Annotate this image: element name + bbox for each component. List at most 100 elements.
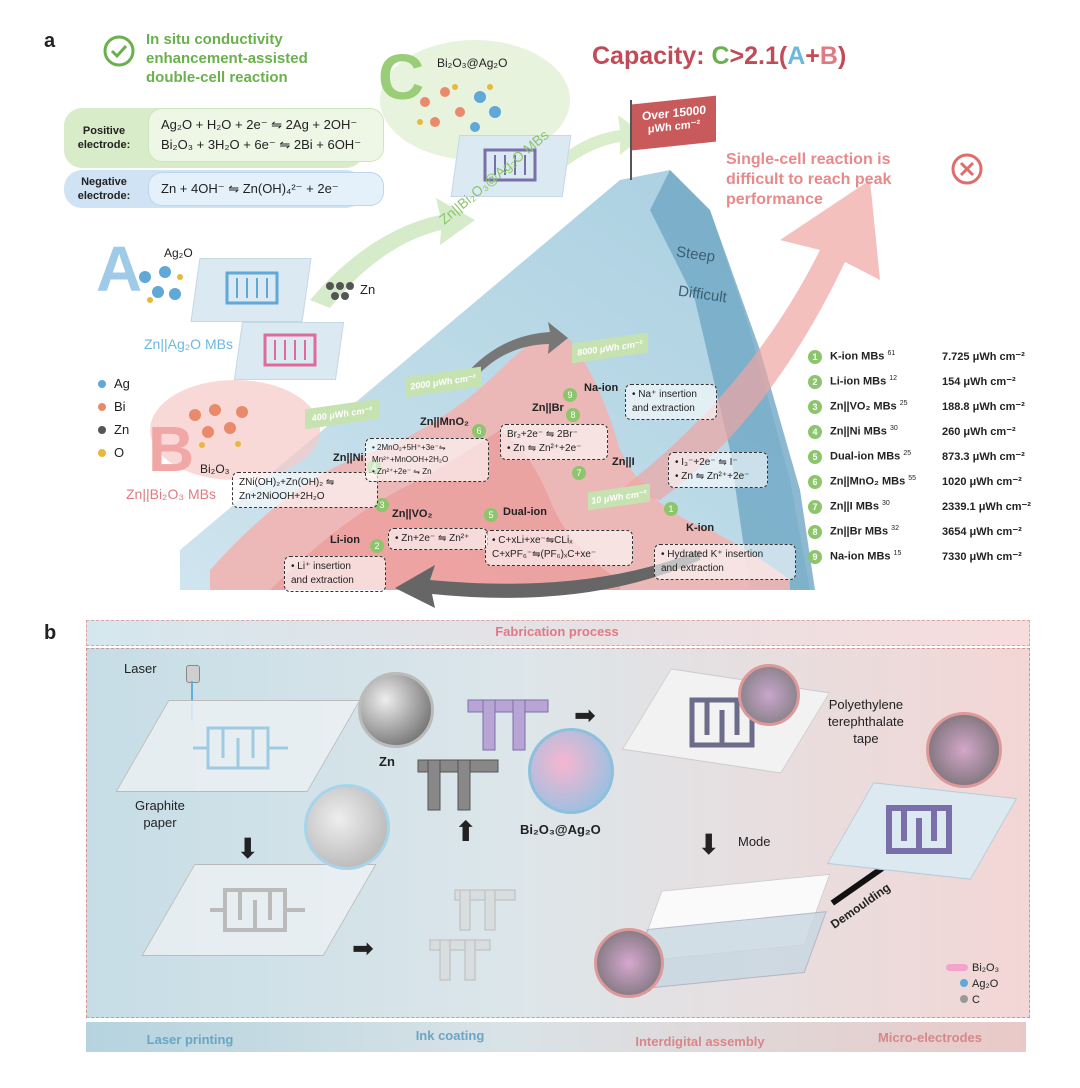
atom-o: O — [98, 441, 130, 464]
header-line1: In situ conductivity — [146, 31, 283, 48]
header-title: In situ conductivity enhancement-assiste… — [146, 30, 308, 87]
positive-label2: electrode: — [77, 139, 131, 151]
panel-b-label: b — [44, 622, 57, 644]
capacity-plus: + — [805, 42, 820, 70]
legend-ref: 30 — [882, 500, 890, 508]
ag2o-particles — [139, 266, 183, 303]
legend-name: K-ion MBs — [830, 350, 885, 363]
coated-electrodes-icon — [417, 699, 549, 811]
device-b-electrode-icon — [263, 333, 317, 367]
device-label-b: Zn||Bi₂O₃ MBs — [126, 486, 216, 502]
na-l2: and extraction — [632, 403, 695, 414]
legend-num: 4 — [808, 424, 822, 439]
negative-label1: Negative — [81, 176, 127, 188]
box-dual-ion: • C+xLi+xe⁻⇋CLiₓ C+xPF₆⁻⇋(PF₆)ₓC+xe⁻ — [485, 530, 633, 566]
graphite-label-2: paper — [143, 815, 177, 830]
dual-l1: • C+xLi+xe⁻⇋CLiₓ — [492, 535, 573, 546]
i-l2: • Zn ⇋ Zn²⁺+2e⁻ — [675, 471, 750, 482]
flag-top: Over 15000 μWh cm⁻² — [632, 95, 716, 151]
label-ag2o: Ag₂O — [164, 246, 193, 260]
atom-zn: Zn — [98, 418, 130, 441]
letter-a: A — [96, 233, 143, 305]
legend-ref: 55 — [908, 475, 917, 483]
legend-ref: 12 — [889, 375, 898, 383]
zoom-mode — [594, 928, 664, 998]
sys-zn-ni: Zn||Ni — [333, 452, 364, 464]
legend-name: Zn||I MBs — [830, 500, 879, 513]
step-ink-coating: Ink coating — [415, 1028, 485, 1043]
positive-eq1: Ag₂O + H₂O + 2e⁻ ⇋ 2Ag + 2OH⁻ — [161, 117, 358, 132]
sys-zn-br: Zn||Br — [532, 402, 564, 414]
single-cell-text: Single-cell reaction is difficult to rea… — [726, 150, 891, 210]
atom-zn-label: Zn — [114, 422, 130, 437]
dot-5: 5 — [484, 508, 498, 522]
header-line2: enhancement-assisted — [146, 50, 308, 67]
zoom-graphite — [304, 784, 390, 870]
sys-k-ion: K-ion — [686, 522, 715, 534]
legend-ref: 30 — [889, 425, 898, 433]
mno2-l3: • Zn²⁺+2e⁻ ⇋ Zn — [372, 467, 432, 476]
flag-pole-top — [630, 100, 632, 180]
box-zn-vo2: • Zn+2e⁻ ⇋ Zn²⁺ — [388, 528, 488, 550]
middle-arrow — [465, 322, 568, 378]
zn-particles — [326, 282, 354, 300]
laser-label: Laser — [124, 661, 157, 676]
sys-zn-vo2: Zn||VO₂ — [392, 508, 433, 520]
box-k-ion: • Hydrated K⁺ insertion and extraction — [654, 544, 796, 580]
fabrication-header-bar — [86, 620, 1030, 646]
check-circle-icon — [103, 35, 135, 67]
zoom-bi2o3-ag2o — [528, 728, 614, 814]
atom-ag-label: Ag — [114, 376, 130, 391]
material-legend: Bi₂O₃ Ag₂O C — [946, 960, 999, 1008]
bottom-arrow-left — [395, 550, 700, 608]
zoom-assembly — [738, 664, 800, 726]
dot-7: 7 — [572, 466, 586, 480]
na-l1: • Na⁺ insertion — [632, 389, 697, 400]
dot-3: 3 — [375, 498, 389, 512]
capacity-gt: >2.1( — [729, 42, 788, 70]
positive-electrode-label: Positive electrode: — [70, 124, 138, 152]
legend-ag2o: Ag₂O — [946, 976, 999, 992]
positive-equations: Ag₂O + H₂O + 2e⁻ ⇋ 2Ag + 2OH⁻ Bi₂O₃ + 3H… — [148, 108, 384, 162]
green-arrow-left — [310, 198, 475, 308]
capacity-b: B — [819, 42, 838, 70]
box-zn-i: • I₃⁻+2e⁻ ⇋ I⁻ • Zn ⇋ Zn²⁺+2e⁻ — [668, 452, 768, 488]
down-arrow-2: ⬇ — [697, 829, 721, 860]
atom-legend: Ag Bi Zn O — [98, 372, 130, 464]
negative-label2: electrode: — [77, 190, 131, 202]
panel-a-label: a — [44, 30, 56, 52]
negative-electrode-label: Negative electrode: — [70, 175, 138, 203]
step-micro-electrodes: Micro-electrodes — [877, 1030, 983, 1045]
capacity-c: C — [711, 42, 730, 70]
box-zn-mno2: • 2MnO₂+5H⁺+3e⁻⇋ Mn²⁺+MnOOH+2H₂O • Zn²⁺+… — [365, 438, 489, 482]
legend-name: Zn||VO₂ MBs — [830, 400, 897, 413]
single-cell-line1: Single-cell reaction is — [726, 151, 891, 168]
legend-num: 5 — [808, 449, 822, 464]
legend-name: Zn||Br MBs — [830, 525, 889, 538]
legend-ref: 25 — [899, 400, 908, 408]
legend-value: 7330 μWh cm⁻² — [942, 551, 1022, 563]
br-l2: • Zn ⇋ Zn²⁺+2e⁻ — [507, 443, 582, 454]
step-interdigital-assembly: Interdigital assembly — [635, 1034, 765, 1049]
atom-bi-label: Bi — [114, 399, 126, 414]
legend-value: 1020 μWh cm⁻² — [942, 476, 1022, 488]
box-li-ion: • Li⁺ insertion and extraction — [284, 556, 386, 592]
legend-ref: 61 — [887, 350, 896, 358]
legend-ag2o-label: Ag₂O — [972, 978, 999, 990]
legend-value: 7.725 μWh cm⁻² — [942, 351, 1025, 363]
legend-num: 7 — [808, 499, 822, 514]
legend-num: 9 — [808, 549, 822, 564]
legend-value: 873.3 μWh cm⁻² — [942, 451, 1025, 463]
header-line3: double-cell reaction — [146, 69, 288, 86]
legend-value: 188.8 μWh cm⁻² — [942, 401, 1025, 413]
legend-bi2o3: Bi₂O₃ — [946, 960, 999, 976]
legend-name: Dual-ion MBs — [830, 450, 901, 463]
graphite-label: Graphite paper — [135, 797, 185, 831]
zoom-micro — [926, 712, 1002, 788]
